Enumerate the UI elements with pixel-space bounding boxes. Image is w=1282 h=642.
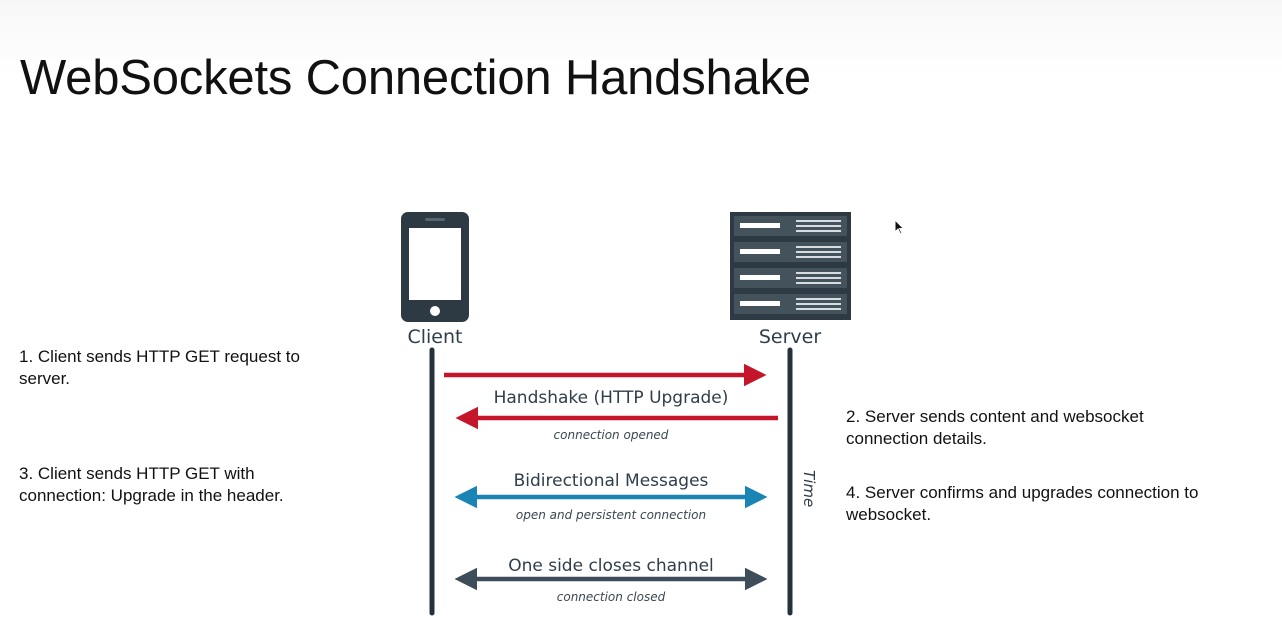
server-rack-icon [730, 212, 851, 320]
connection-opened-label: connection opened [554, 428, 669, 442]
time-axis-label: Time [800, 470, 818, 507]
note-step-4: 4. Server confirms and upgrades connecti… [846, 483, 1199, 524]
smartphone-icon [401, 212, 469, 322]
handshake-label: Handshake (HTTP Upgrade) [494, 388, 729, 408]
page-title: WebSockets Connection Handshake [20, 51, 811, 105]
note-step-1: 1. Client sends HTTP GET request to serv… [19, 347, 300, 388]
connection-closed-label: connection closed [557, 590, 666, 604]
close-channel-label: One side closes channel [508, 556, 714, 576]
mouse-cursor-icon [894, 219, 905, 235]
note-step-3: 3. Client sends HTTP GET with connection… [19, 464, 284, 505]
client-label: Client [407, 326, 462, 348]
note-step-2: 2. Server sends content and websocket co… [846, 407, 1144, 448]
bidirectional-label: Bidirectional Messages [514, 471, 709, 491]
persistent-connection-label: open and persistent connection [516, 508, 706, 522]
server-label: Server [759, 326, 821, 348]
